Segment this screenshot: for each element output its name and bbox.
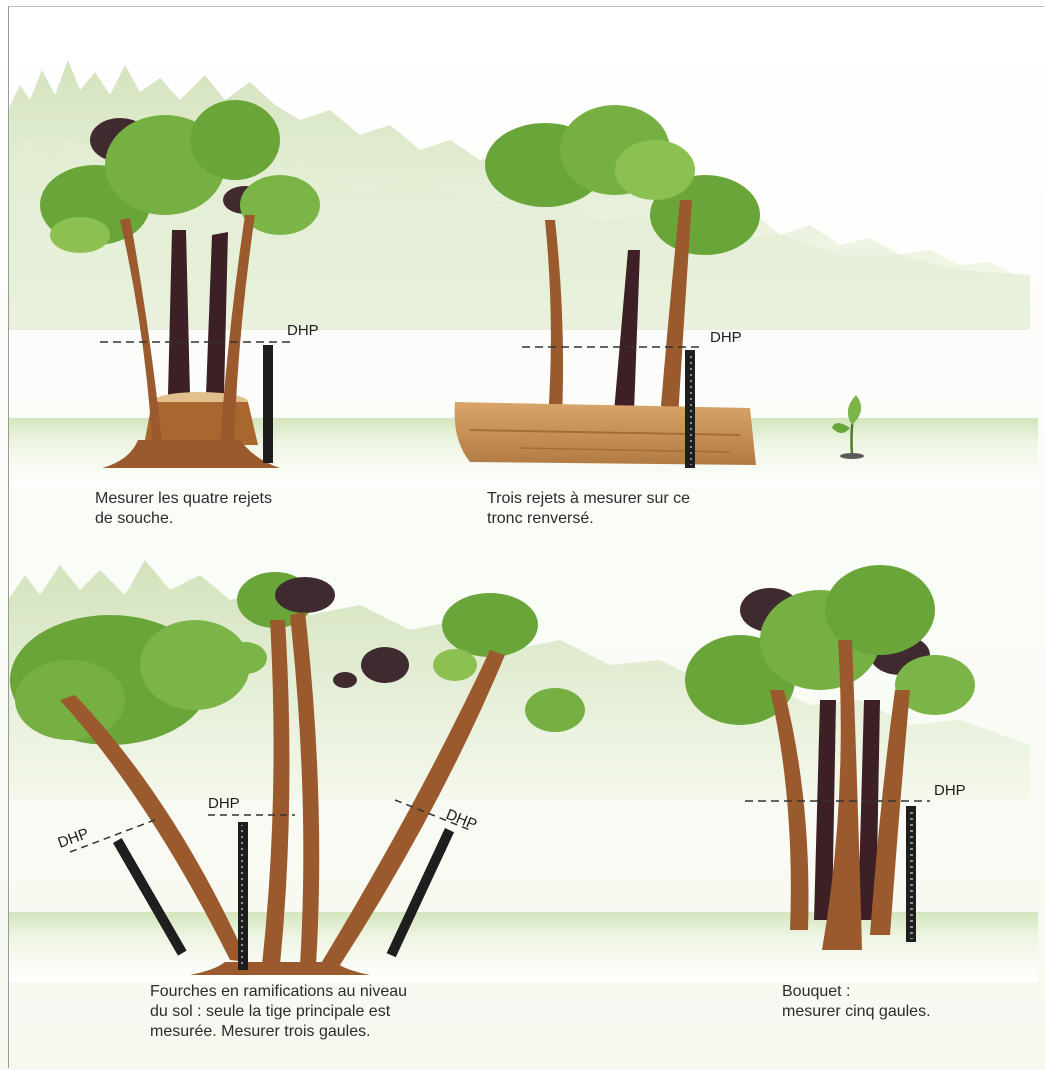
dhp-label-stump: DHP [287, 322, 319, 339]
dhp-label-bouquet: DHP [934, 782, 966, 799]
caption-forks-line3: mesurée. Mesurer trois gaules. [150, 1023, 371, 1040]
caption-bouquet-line1: Bouquet : [782, 983, 851, 1000]
caption-log-line2: tronc renversé. [487, 510, 594, 527]
dhp-label-fork-center: DHP [208, 795, 240, 812]
caption-log-line1: Trois rejets à mesurer sur ce [487, 490, 690, 507]
caption-bouquet-line2: mesurer cinq gaules. [782, 1003, 931, 1020]
caption-stump-line2: de souche. [95, 510, 173, 527]
caption-forks-line2: du sol : seule la tige principale est [150, 1003, 391, 1020]
caption-forks-line1: Fourches en ramifications au niveau [150, 983, 407, 1000]
caption-stump-line1: Mesurer les quatre rejets [95, 490, 272, 507]
dhp-label-log: DHP [710, 329, 742, 346]
